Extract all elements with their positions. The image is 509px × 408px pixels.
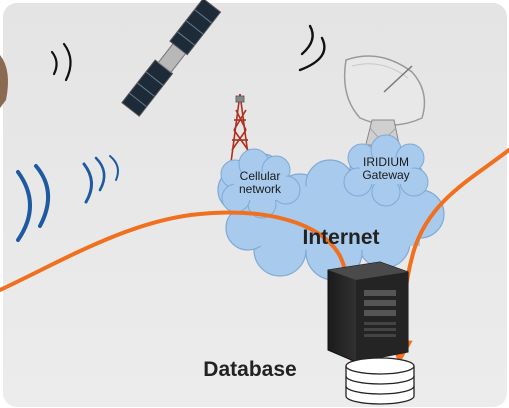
cellular-network-label: Cellular network <box>222 169 298 197</box>
iridium-label-line1: IRIDIUM <box>363 155 409 169</box>
iridium-label-line2: Gateway <box>362 168 410 183</box>
cellular-label-line1: Cellular <box>239 169 281 183</box>
iridium-gateway-cloud <box>343 134 429 207</box>
database-icon <box>345 357 415 405</box>
radio-wave-icon <box>50 42 72 82</box>
database-label: Database <box>203 358 297 381</box>
internet-label: Internet <box>302 226 380 249</box>
satellite-icon <box>121 0 222 117</box>
cellular-network-cloud <box>220 148 301 219</box>
cellular-label-line2: network <box>238 182 282 197</box>
radio-wave-icon <box>16 155 119 242</box>
iridium-gateway-label: IRIDIUM Gateway <box>348 155 424 183</box>
server-icon <box>327 261 409 363</box>
left-edge-object <box>0 55 8 108</box>
radio-wave-icon <box>298 24 326 72</box>
